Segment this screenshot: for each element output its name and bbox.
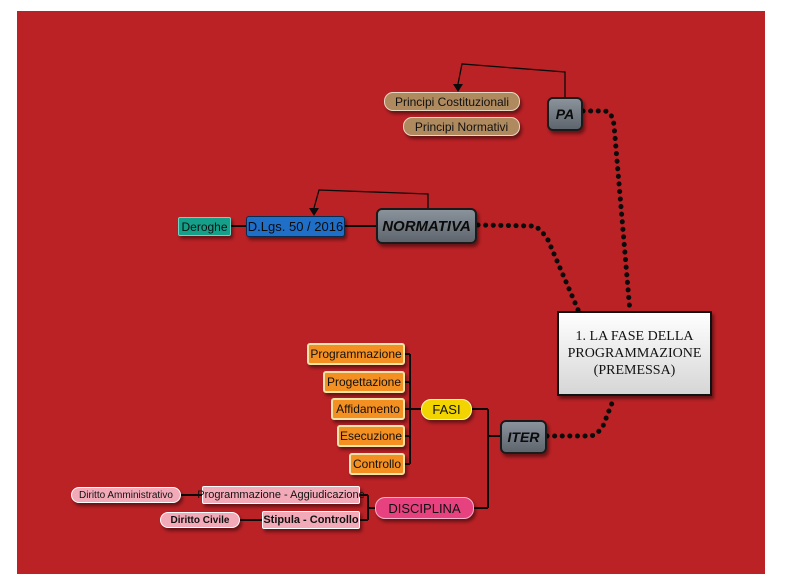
fase-affidamento-node[interactable]: Affidamento [331, 398, 405, 420]
principi-normativi-node[interactable]: Principi Normativi [403, 117, 520, 136]
diritto-civile-label: Diritto Civile [170, 514, 230, 526]
principi-costituzionali-node[interactable]: Principi Costituzionali [384, 92, 520, 111]
programmazione-aggiudicazione-node[interactable]: Programmazione - Aggiudicazione [197, 486, 365, 504]
principi-normativi-label: Principi Normativi [414, 119, 509, 134]
iter-topic[interactable]: ITER [500, 420, 547, 454]
fasi-node[interactable]: FASI [421, 399, 472, 420]
fase-affidamento-label: Affidamento [336, 402, 400, 416]
principi-costituzionali-label: Principi Costituzionali [394, 94, 510, 109]
fase-esecuzione-node[interactable]: Esecuzione [337, 425, 405, 447]
deroghe-node[interactable]: Deroghe [178, 217, 231, 236]
fasi-label: FASI [432, 402, 461, 417]
dlgs-label: D.Lgs. 50 / 2016 [247, 219, 344, 234]
iter-topic-label: ITER [507, 429, 540, 445]
normativa-topic-label: NORMATIVA [382, 217, 471, 235]
programmazione-aggiudicazione-label: Programmazione - Aggiudicazione [197, 489, 365, 501]
fase-controllo-node[interactable]: Controllo [349, 453, 405, 475]
root-topic-label: 1. LA FASE DELLA PROGRAMMAZIONE (PREMESS… [567, 329, 702, 378]
pa-topic-label: PA [555, 106, 575, 122]
pa-topic[interactable]: PA [547, 97, 583, 131]
fase-programmazione-node[interactable]: Programmazione [307, 343, 405, 365]
stipula-controllo-node[interactable]: Stipula - Controllo [262, 511, 360, 529]
deroghe-label: Deroghe [181, 219, 228, 234]
diritto-amministrativo-note[interactable]: Diritto Amministrativo [71, 487, 181, 503]
fase-esecuzione-label: Esecuzione [339, 429, 403, 443]
normativa-topic[interactable]: NORMATIVA [376, 208, 477, 244]
dlgs-node[interactable]: D.Lgs. 50 / 2016 [246, 216, 345, 237]
diritto-amministrativo-label: Diritto Amministrativo [79, 489, 173, 501]
stipula-controllo-label: Stipula - Controllo [263, 514, 359, 526]
root-topic[interactable]: 1. LA FASE DELLA PROGRAMMAZIONE (PREMESS… [557, 311, 712, 396]
fase-programmazione-label: Programmazione [310, 347, 402, 361]
disciplina-label: DISCIPLINA [388, 500, 461, 516]
fase-progettazione-node[interactable]: Progettazione [323, 371, 405, 393]
disciplina-node[interactable]: DISCIPLINA [375, 497, 474, 519]
fase-progettazione-label: Progettazione [326, 375, 402, 389]
fase-controllo-label: Controllo [352, 457, 402, 471]
diritto-civile-note[interactable]: Diritto Civile [160, 512, 240, 528]
